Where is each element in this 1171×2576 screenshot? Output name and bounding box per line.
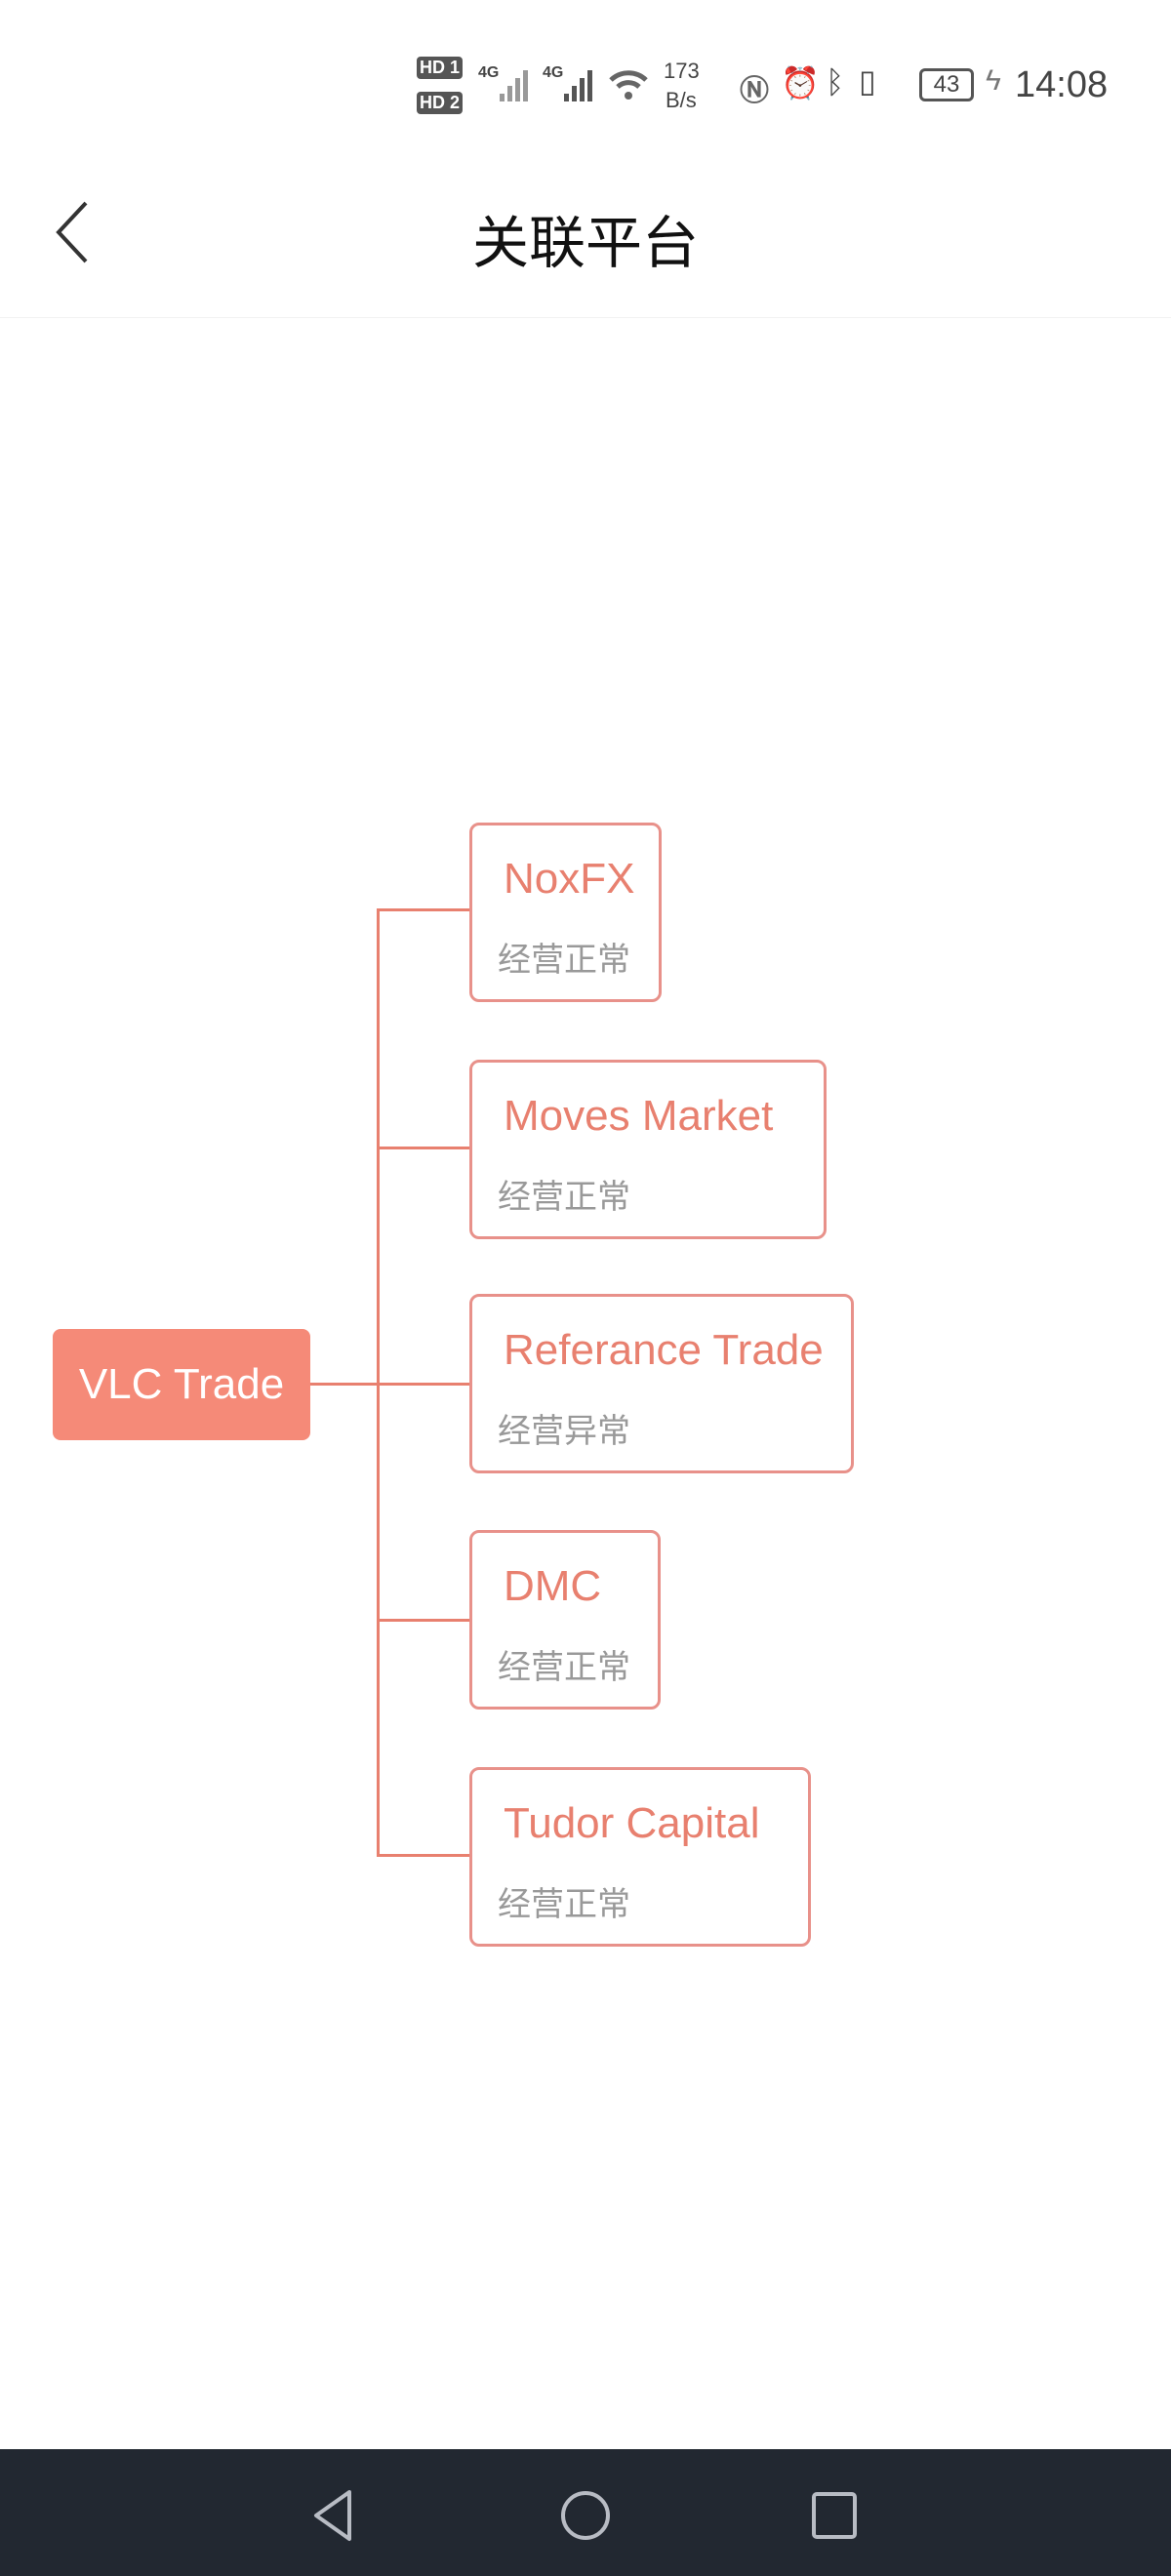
connector-line bbox=[377, 1619, 469, 1622]
chevron-left-icon bbox=[56, 201, 88, 263]
bluetooth-icon: ᛒ bbox=[826, 64, 845, 100]
platform-node[interactable]: Moves Market 经营正常 bbox=[469, 1060, 827, 1239]
nav-home-icon[interactable] bbox=[558, 2488, 613, 2543]
battery-icon: 43 bbox=[919, 68, 974, 101]
connector-line bbox=[377, 1383, 469, 1386]
vibrate-icon: ▯ bbox=[859, 63, 876, 99]
platform-status: 经营正常 bbox=[498, 1649, 630, 1686]
platform-status: 经营正常 bbox=[498, 1886, 630, 1923]
nav-recents-icon[interactable] bbox=[810, 2488, 859, 2543]
platform-name: Tudor Capital bbox=[504, 1799, 760, 1847]
alarm-icon: ⏰ bbox=[781, 65, 820, 101]
back-button[interactable] bbox=[49, 195, 107, 269]
sim1-badge: HD 1 bbox=[417, 57, 464, 79]
connector-line bbox=[377, 1854, 469, 1857]
status-bar: HD 1 HD 2 4G 4G 173 B/s Ⓝ ⏰ ᛒ ▯ 43 ϟ 14:… bbox=[0, 0, 1171, 146]
charging-icon: ϟ bbox=[986, 64, 1001, 97]
platform-status: 经营正常 bbox=[498, 1179, 630, 1216]
clock: 14:08 bbox=[1015, 64, 1109, 105]
network-type-2: 4G bbox=[543, 64, 564, 81]
platform-node[interactable]: Referance Trade 经营异常 bbox=[469, 1294, 854, 1473]
sim2-badge: HD 2 bbox=[417, 92, 464, 114]
signal-icon bbox=[564, 70, 592, 101]
wifi-icon bbox=[609, 70, 648, 100]
net-speed-unit: B/s bbox=[666, 88, 697, 112]
net-speed-value: 173 bbox=[664, 59, 700, 83]
page-title: 关联平台 bbox=[471, 212, 699, 275]
platform-name: Referance Trade bbox=[504, 1326, 824, 1374]
connector-line bbox=[377, 1147, 469, 1149]
connector-line bbox=[310, 1383, 379, 1386]
platform-node[interactable]: DMC 经营正常 bbox=[469, 1530, 661, 1710]
root-platform-node[interactable]: VLC Trade bbox=[53, 1329, 310, 1440]
platform-name: DMC bbox=[504, 1562, 602, 1610]
platform-status: 经营异常 bbox=[498, 1413, 630, 1450]
platform-name: NoxFX bbox=[504, 855, 635, 903]
system-nav-bar bbox=[0, 2449, 1171, 2576]
network-type-1: 4G bbox=[478, 64, 500, 81]
nfc-icon: Ⓝ bbox=[740, 75, 769, 107]
header: 关联平台 bbox=[0, 146, 1171, 318]
platform-name: Moves Market bbox=[504, 1092, 774, 1140]
platform-node[interactable]: Tudor Capital 经营正常 bbox=[469, 1767, 811, 1947]
nav-back-icon[interactable] bbox=[310, 2488, 359, 2543]
connector-line bbox=[377, 908, 469, 911]
platform-status: 经营正常 bbox=[498, 942, 630, 979]
signal-icon bbox=[500, 70, 528, 101]
platform-node[interactable]: NoxFX 经营正常 bbox=[469, 823, 662, 1002]
